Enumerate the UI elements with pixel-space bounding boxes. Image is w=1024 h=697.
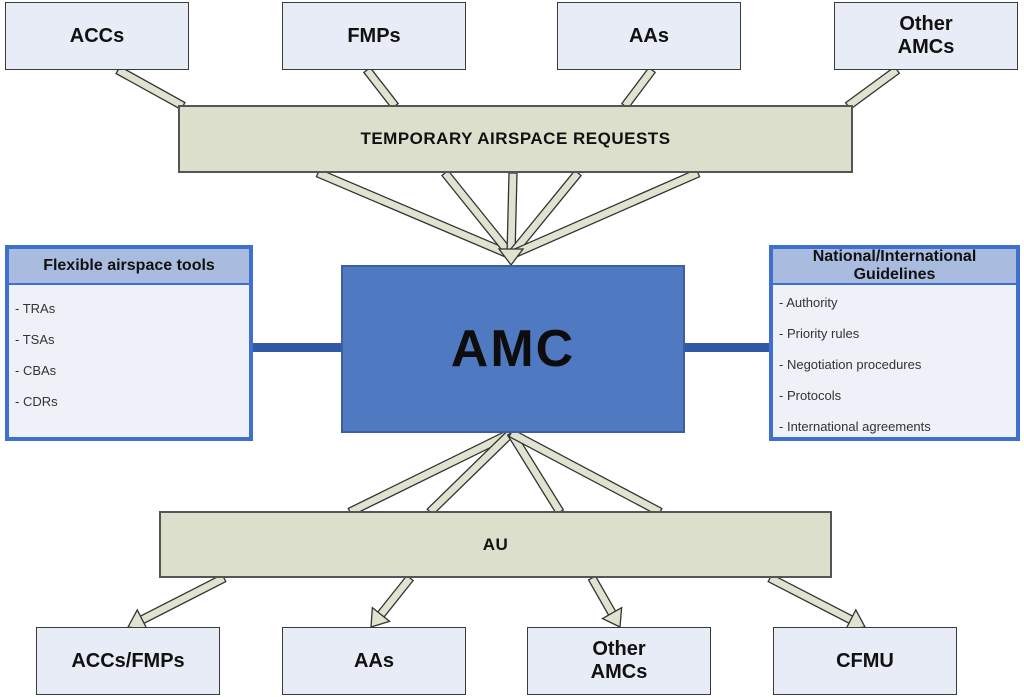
bottom-box-label: ACCs/FMPs xyxy=(71,649,185,672)
top-box-aas: AAs xyxy=(557,2,741,70)
feed-arrow xyxy=(115,65,186,111)
band-label: AU xyxy=(482,534,509,554)
list-item: TRAs xyxy=(15,293,243,324)
output-arrowhead xyxy=(601,606,623,628)
list-item: Negotiation procedures xyxy=(779,349,1010,380)
band-label: TEMPORARY AIRSPACE REQUESTS xyxy=(360,129,671,148)
list-item: CBAs xyxy=(15,355,243,386)
panel-title: National/International Guidelines xyxy=(773,248,1016,285)
tool-list: TRAs TSAs CBAs CDRs xyxy=(9,285,249,417)
top-box-label: Other AMCs xyxy=(897,13,955,58)
top-box-label: AAs xyxy=(628,24,669,47)
list-item: TSAs xyxy=(15,324,243,355)
output-arrow xyxy=(375,574,415,620)
output-band: AU xyxy=(159,511,832,578)
bottom-box-other-amcs: Other AMCs xyxy=(527,627,711,695)
output-arrowhead xyxy=(370,606,391,628)
output-arrow xyxy=(137,573,227,626)
converge-arrow xyxy=(508,168,701,260)
list-item: Priority rules xyxy=(779,318,1010,349)
left-connector xyxy=(253,343,343,352)
feed-arrow xyxy=(362,66,400,110)
list-item: Protocols xyxy=(779,380,1010,411)
list-item: Authority xyxy=(779,287,1010,318)
bottom-box-label: CFMU xyxy=(836,649,894,672)
guideline-list: Authority Priority rules Negotiation pro… xyxy=(773,285,1016,442)
bottom-box-aas: AAs xyxy=(282,627,466,695)
top-box-accs: ACCs xyxy=(5,2,189,70)
top-box-other-amcs: Other AMCs xyxy=(834,2,1018,70)
top-box-label: ACCs xyxy=(69,24,125,47)
output-arrow xyxy=(767,573,856,626)
top-box-label: FMPs xyxy=(347,24,401,47)
feed-arrow xyxy=(844,65,901,111)
temporary-airspace-requests-band: TEMPORARY AIRSPACE REQUESTS xyxy=(178,105,853,173)
feed-arrow xyxy=(620,66,657,110)
list-item: CDRs xyxy=(15,386,243,417)
amc-box: AMC xyxy=(341,265,685,433)
guidelines-panel: National/International Guidelines Author… xyxy=(769,245,1020,441)
amc-label: AMC xyxy=(450,320,576,378)
bottom-box-cfmu: CFMU xyxy=(773,627,957,695)
bottom-box-label: Other AMCs xyxy=(590,638,648,683)
flexible-airspace-tools-panel: Flexible airspace tools TRAs TSAs CBAs C… xyxy=(5,245,253,441)
amc-arrowhead xyxy=(497,248,525,267)
panel-title: Flexible airspace tools xyxy=(9,249,249,285)
fan-arrow xyxy=(347,428,514,517)
bottom-box-label: AAs xyxy=(353,649,394,672)
bottom-box-accs-fmps: ACCs/FMPs xyxy=(36,627,220,695)
right-connector xyxy=(683,343,771,352)
top-box-fmps: FMPs xyxy=(282,2,466,70)
output-arrow xyxy=(587,575,618,618)
list-item: International agreements xyxy=(779,411,1010,442)
